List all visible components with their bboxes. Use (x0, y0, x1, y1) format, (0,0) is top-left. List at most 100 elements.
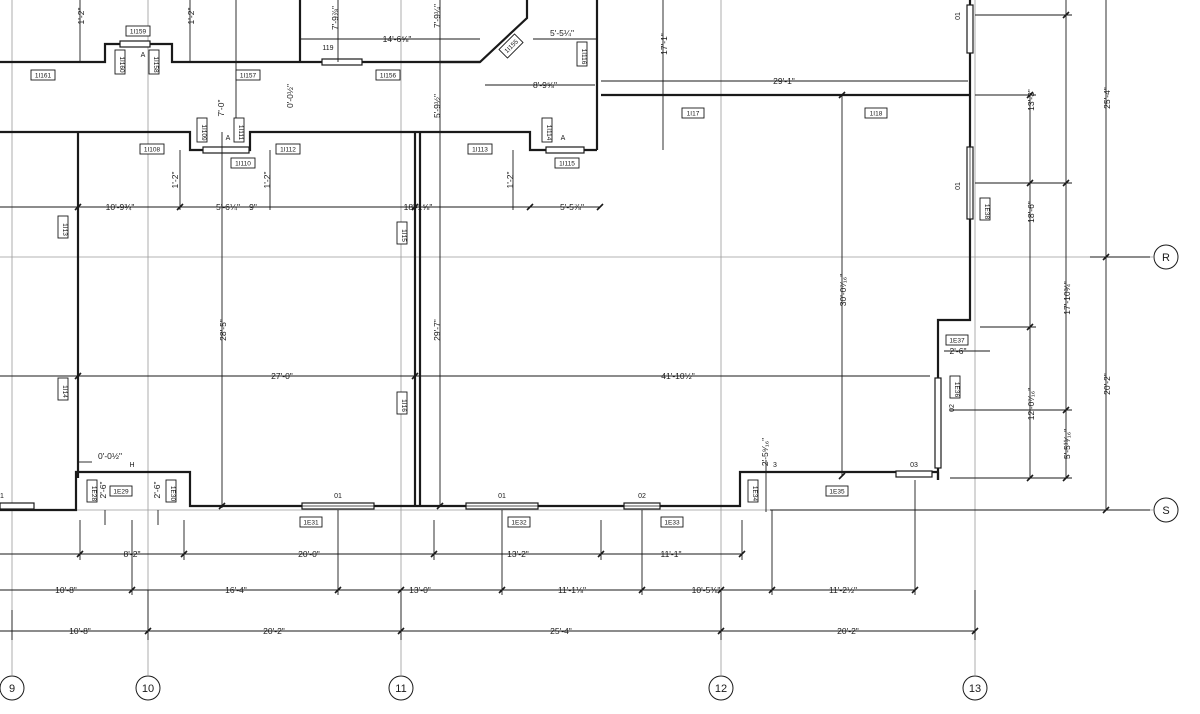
dim-text: 13'-3" (1026, 89, 1036, 111)
dim-text: 5'-9½" (432, 94, 442, 118)
wall-tag: 1I156 (375, 69, 401, 81)
wall-tag: 1I111 (233, 117, 245, 143)
wall-tag: 1I17 (681, 107, 705, 119)
wall-tag: 1E32 (507, 516, 531, 528)
dim-text: 0'-0½" (98, 451, 122, 461)
svg-text:1E28: 1E28 (90, 486, 97, 502)
wall-tag: 1I13 (57, 215, 69, 239)
dim-text: 17'-1" (659, 33, 669, 55)
window-type-label: 01 (498, 493, 506, 500)
dim-text: 13'-2" (507, 549, 529, 559)
dim-text: 5'-5⅞" (560, 202, 584, 212)
grid-label-9: 9 (9, 683, 15, 695)
dim-text: 2'-6" (152, 482, 162, 499)
dim-text: 27'-0" (271, 371, 293, 381)
svg-text:1E33: 1E33 (664, 520, 680, 527)
wall-tag: 1E33 (660, 516, 684, 528)
wall-tag: 1E29 (109, 485, 133, 497)
dim-text: 41'-10½" (661, 371, 694, 381)
wall-tag: 1I112 (275, 143, 301, 155)
dim-text: 5'-5¹¹⁄₁₆" (1062, 429, 1072, 459)
svg-text:1I13: 1I13 (61, 223, 68, 236)
svg-text:1I160: 1I160 (118, 56, 125, 73)
dim-text: 7'-9⅞" (330, 6, 340, 30)
grid-bubble-s: S (1153, 497, 1179, 523)
svg-text:1I108: 1I108 (144, 147, 161, 154)
dim-text: 20'-2" (837, 626, 859, 636)
dim-text: 25'-4" (1102, 87, 1112, 109)
dim-text: 0'-0½" (285, 84, 295, 108)
dim-text: 20'-2" (1102, 373, 1112, 395)
dim-text: 1'-2" (186, 8, 196, 25)
dim-text: 12'-0⁷⁄₁₆" (1026, 388, 1036, 420)
wall-tags-vertical: 1I160 1I158 1I155 1I116 1I109 1I111 1I11… (57, 33, 991, 503)
dim-text: 13'-0" (409, 585, 431, 595)
svg-text:1I14: 1I14 (61, 385, 68, 398)
dim-text: 20'-2" (263, 626, 285, 636)
dim-text: 5'-5¼" (550, 28, 574, 38)
door-type-label: A (561, 135, 566, 142)
grid-bubble-r: R (1153, 244, 1179, 270)
room-number: 119 (322, 45, 333, 52)
window-type-label: 02 (949, 404, 956, 412)
wall-tag: 1E35 (825, 485, 849, 497)
grid-bubble-10: 10 (135, 675, 161, 701)
dimension-ticks (74, 11, 1110, 635)
dim-text: 20'-0" (298, 549, 320, 559)
wall-tag: 1I18 (864, 107, 888, 119)
svg-text:1I116: 1I116 (580, 49, 587, 65)
grid-label-r: R (1162, 252, 1170, 264)
svg-text:1E32: 1E32 (511, 520, 527, 527)
svg-text:1I109: 1I109 (200, 124, 207, 141)
wall-tag: 1I109 (196, 117, 208, 143)
dim-text: 17'-10¾" (1062, 281, 1072, 314)
window-type-label: 03 (910, 462, 918, 469)
svg-text:1I156: 1I156 (380, 73, 397, 80)
door-type-label: A (141, 52, 146, 59)
grid-bubble-13: 13 (962, 675, 988, 701)
dim-text: 29'-1" (773, 76, 795, 86)
grid-label-12: 12 (715, 683, 727, 695)
wall-tag: 1E30 (165, 479, 177, 503)
svg-text:1I112: 1I112 (280, 147, 296, 154)
wall-tag: 1I157 (235, 69, 261, 81)
window-type-label: 02 (638, 493, 646, 500)
dim-text: 2'-6" (950, 346, 967, 356)
wall-tag: 1E37 (945, 334, 969, 346)
wall-tag: 1I110 (230, 157, 256, 169)
svg-text:1I158: 1I158 (152, 56, 159, 73)
wall-tag: 1I116 (576, 41, 588, 67)
wall-tag: 1I159 (125, 25, 151, 37)
door-type-label: A (226, 135, 231, 142)
dim-text: 10'-9¾" (106, 202, 135, 212)
dim-text: 18'-1⅝" (404, 202, 433, 212)
svg-text:1I115: 1I115 (559, 161, 575, 168)
dim-text: 10'-8" (55, 585, 77, 595)
svg-text:1I159: 1I159 (130, 29, 147, 36)
element-labels: 119 A A A H 1 01 01 02 03 3 01 01 02 (0, 12, 962, 500)
dim-text: 11'-1" (660, 549, 681, 559)
dim-text: 14'-6⅝" (383, 34, 412, 44)
wall-tag: 1I14 (57, 377, 69, 401)
dim-text: 2'-6" (98, 482, 108, 499)
svg-text:1E34: 1E34 (751, 486, 758, 502)
dim-text: 7'-0" (216, 100, 226, 117)
svg-text:1I16: 1I16 (400, 399, 407, 412)
window-type-label: 01 (955, 182, 962, 190)
dim-text: 8'-9⅝" (533, 80, 557, 90)
wall-tag: 1I161 (30, 69, 56, 81)
grid-bubble-9: 9 (0, 675, 25, 701)
wall-tag: 1I15 (396, 221, 408, 245)
svg-text:1I15: 1I15 (400, 229, 407, 242)
svg-text:1E31: 1E31 (303, 520, 319, 527)
svg-text:1I17: 1I17 (687, 111, 700, 118)
window-type-label: 01 (334, 493, 342, 500)
window-type-label: 01 (955, 12, 962, 20)
dimension-texts: 10'-8" 20'-2" 25'-4" 20'-2" 10'-8" 16'-4… (55, 4, 1112, 636)
dim-text: 25'-4" (550, 626, 572, 636)
wall-tag: 1I155 (498, 33, 524, 59)
grid-label-s: S (1162, 505, 1169, 517)
grid-lines (0, 0, 1153, 675)
svg-text:1I161: 1I161 (35, 73, 52, 80)
door-type-label: H (129, 462, 134, 469)
